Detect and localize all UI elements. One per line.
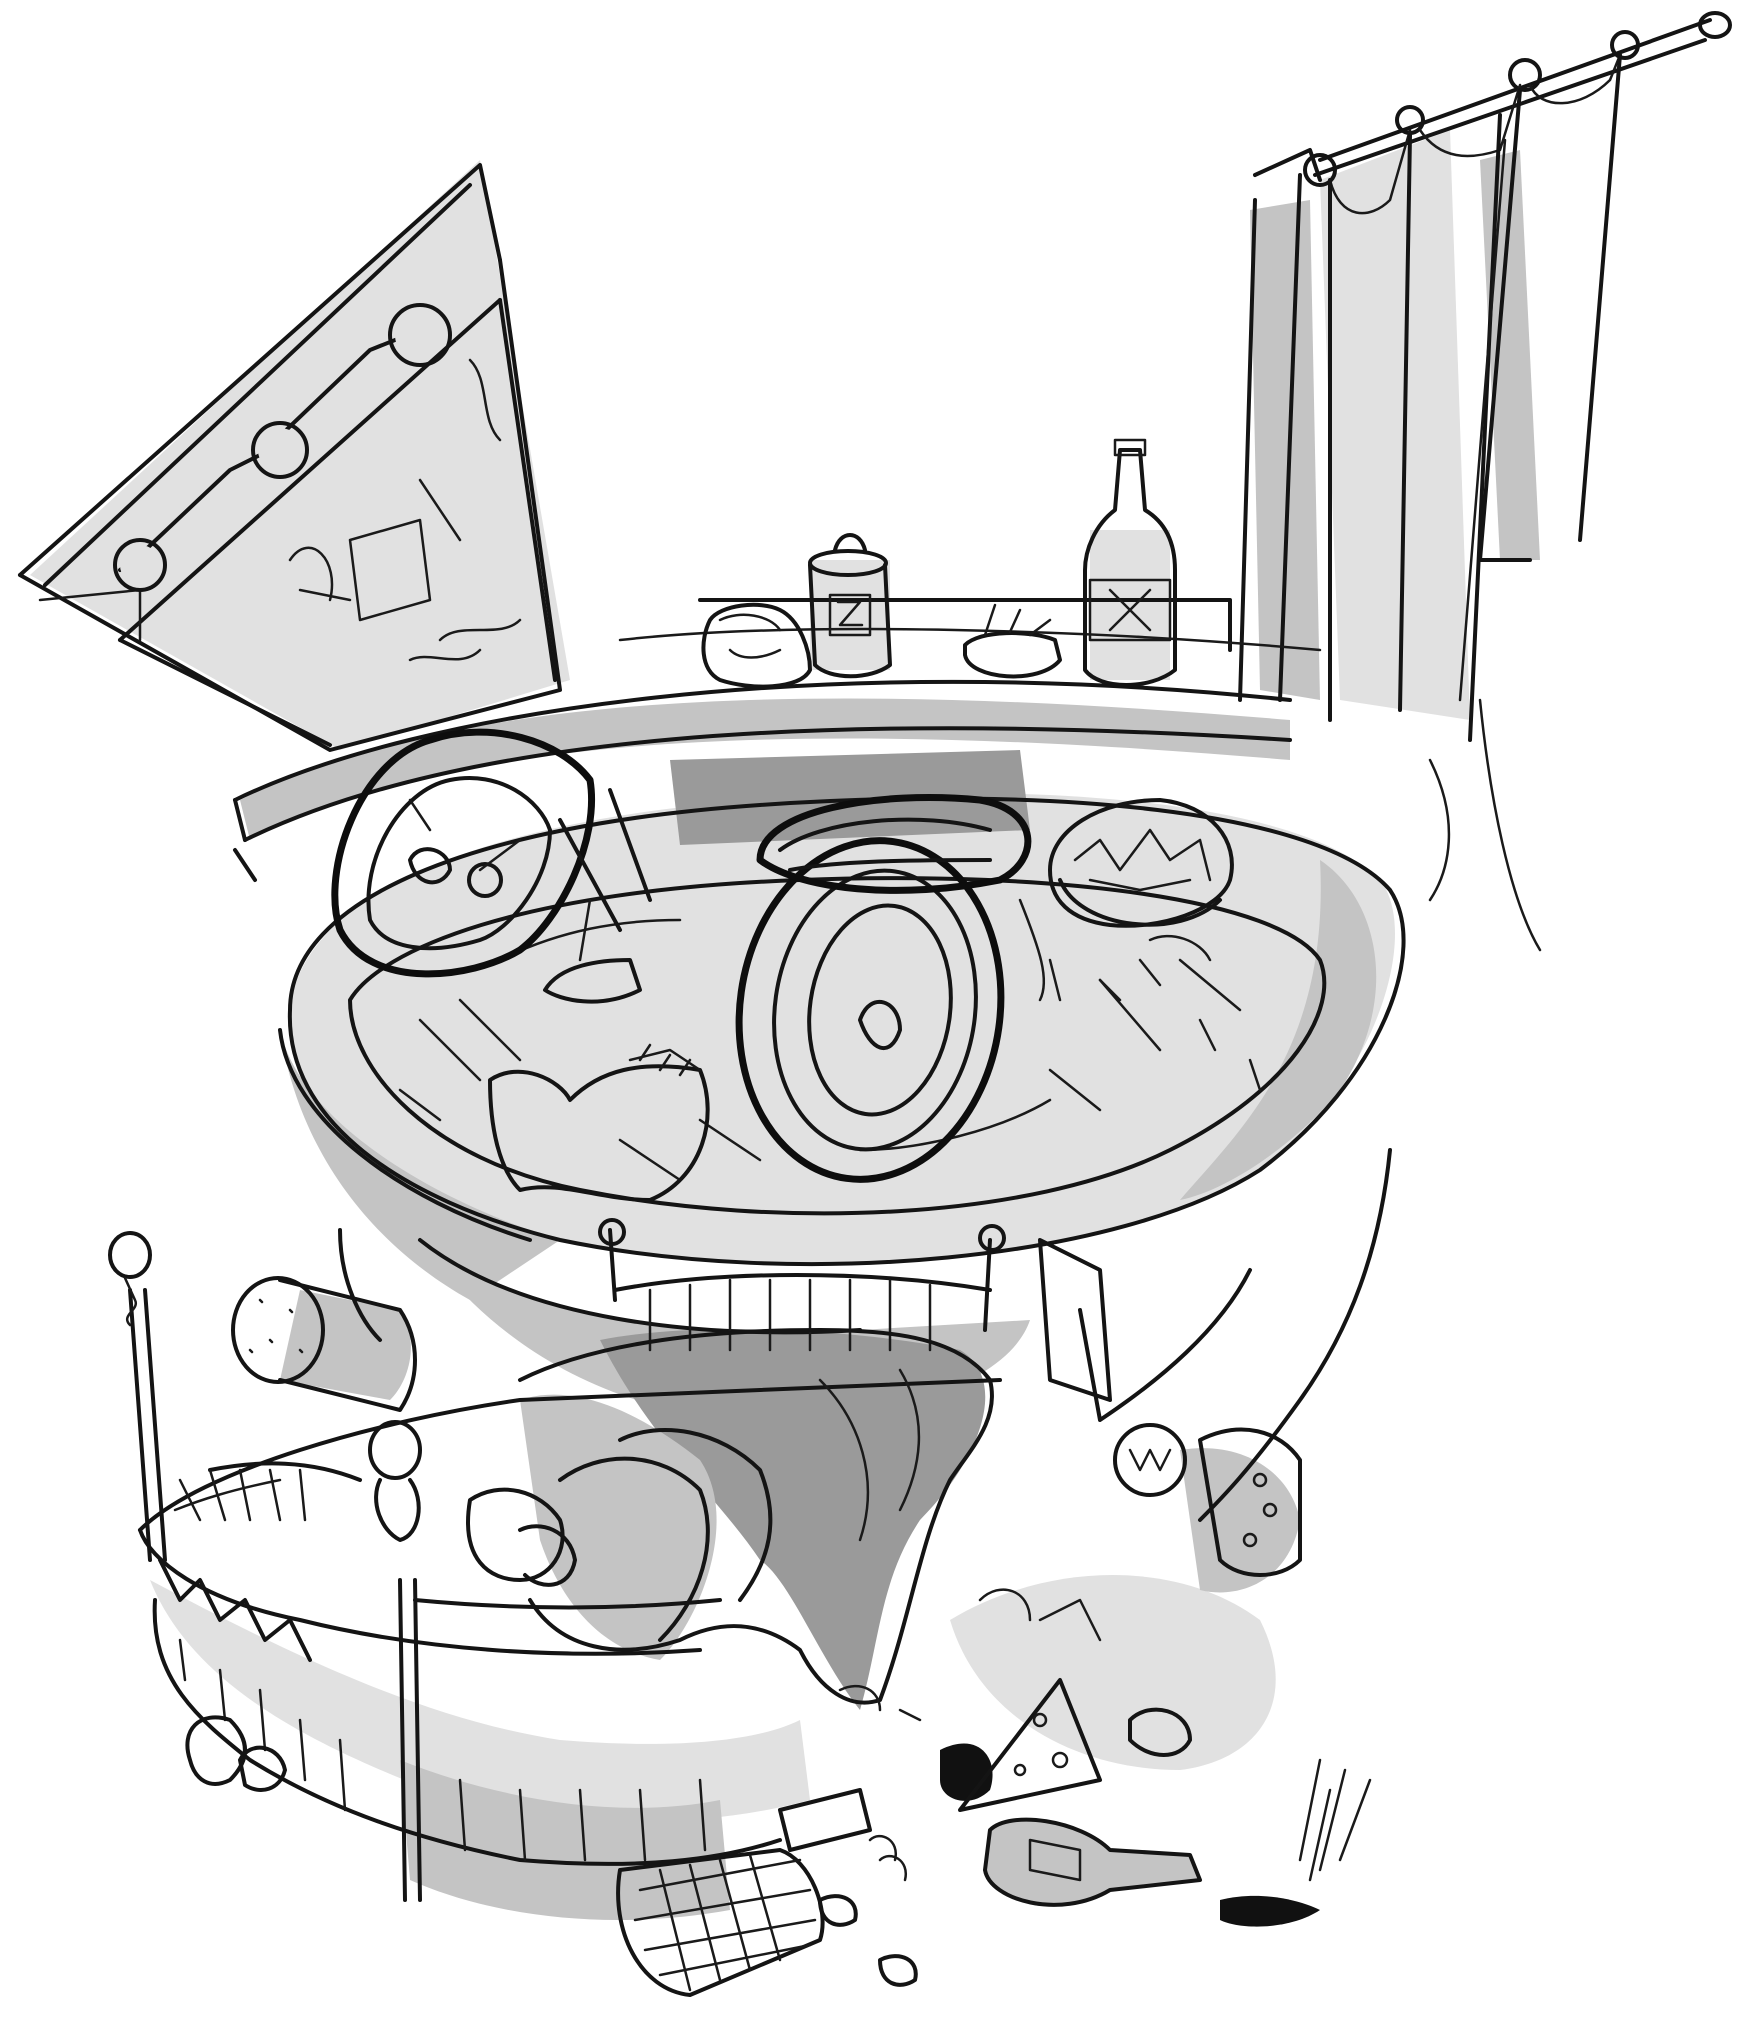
bed — [108, 1218, 1006, 1902]
grey-wash-layer — [30, 130, 1540, 1920]
vanity-mirror — [18, 163, 562, 752]
food-bowl — [1048, 798, 1234, 928]
toilet — [735, 794, 1062, 1183]
bulb-2 — [251, 421, 309, 479]
sink — [331, 728, 652, 1004]
scratch-marks — [1098, 934, 1262, 1092]
shelf-items — [701, 438, 1177, 689]
paper-scrap — [488, 1043, 710, 1202]
crumpled-duvet — [466, 1328, 994, 1705]
window-curtain — [1238, 11, 1732, 952]
bulb-3 — [388, 303, 452, 367]
floor-clutter — [185, 1423, 1372, 1997]
bolster-roll — [231, 1276, 417, 1412]
bulb-1 — [113, 538, 167, 592]
